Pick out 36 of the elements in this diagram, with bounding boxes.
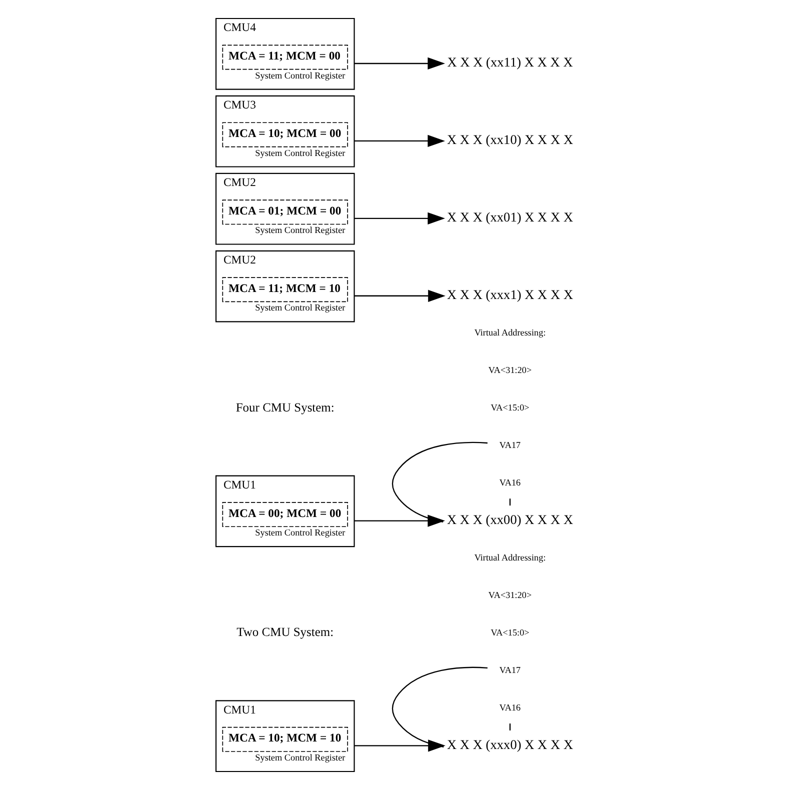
node-label: System Control Register bbox=[254, 528, 345, 538]
node-text: VA17 bbox=[498, 440, 520, 450]
node-text: X X X (xx11) X X X X bbox=[446, 54, 572, 70]
node-text: X X X (xxx0) X X X X bbox=[446, 736, 573, 752]
label: VA<15:0> bbox=[490, 628, 529, 638]
node-text: VA16 bbox=[498, 702, 520, 713]
label: VA<31:20> bbox=[488, 365, 532, 376]
label: VA<15:0> bbox=[490, 402, 529, 413]
node-text: X X X (xx10) X X X X bbox=[446, 132, 573, 148]
node-text: X X X (xx01) X X X X bbox=[446, 210, 573, 225]
node-text: VA17 bbox=[498, 665, 520, 676]
node-label: System Control Register bbox=[254, 752, 345, 763]
label: Two CMU System: bbox=[236, 625, 334, 640]
node-label: System Control Register bbox=[254, 225, 345, 236]
node-label: System Control Register bbox=[254, 148, 345, 158]
label: Four CMU System: bbox=[235, 400, 334, 414]
label: Virtual Addressing: bbox=[474, 328, 546, 338]
arrow bbox=[354, 290, 445, 302]
label: VA<31:20> bbox=[488, 590, 532, 600]
node-label: System Control Register bbox=[254, 70, 345, 80]
node-text: X X X (xxx1) X X X X bbox=[446, 287, 573, 302]
node-box: MCA = 00; MCM = 00 bbox=[222, 502, 348, 528]
node-text: X X X (xx00) X X X X bbox=[446, 512, 573, 527]
connector bbox=[391, 442, 488, 523]
node-box: MCA = 10; MCM = 00 bbox=[222, 122, 348, 148]
node-text: VA16 bbox=[498, 478, 520, 488]
node-box: MCA = 11; MCM = 00 bbox=[222, 44, 348, 70]
arrow bbox=[354, 134, 445, 148]
node-box: MCA = 11; MCM = 10 bbox=[222, 277, 348, 302]
connector bbox=[391, 666, 488, 748]
arrow bbox=[354, 212, 445, 224]
arrow bbox=[354, 57, 445, 70]
label: Virtual Addressing: bbox=[474, 552, 546, 563]
node-box: MCA = 10; MCM = 10 bbox=[222, 726, 348, 752]
node-box: MCA = 01; MCM = 00 bbox=[222, 200, 348, 225]
node-label: System Control Register bbox=[254, 302, 345, 313]
